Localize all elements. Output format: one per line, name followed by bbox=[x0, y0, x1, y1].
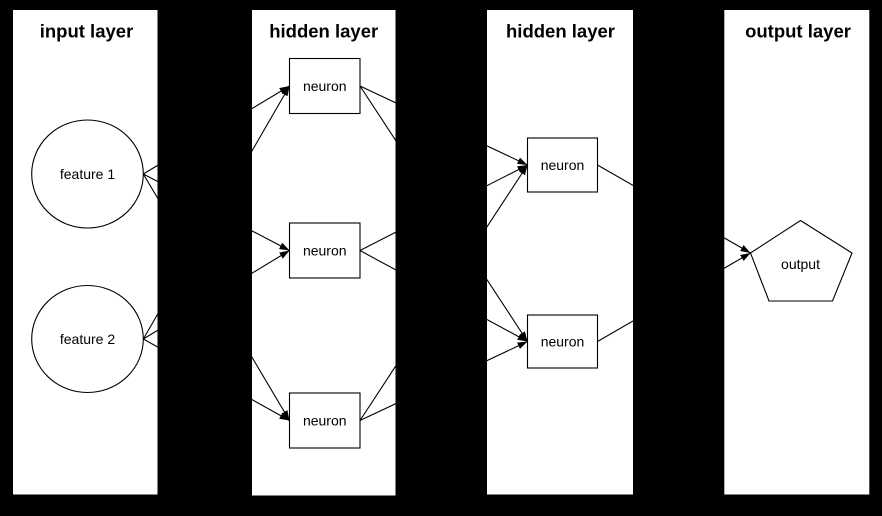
node-neuron-2-2 bbox=[526, 314, 599, 369]
node-output bbox=[749, 219, 853, 302]
edge-neuron-1-2-to-neuron-2-2 bbox=[359, 250, 528, 342]
edge-neuron-2-1-to-output bbox=[597, 164, 751, 254]
node-label-feature-2: feature 2 bbox=[60, 331, 115, 347]
node-label-neuron-1-1: neuron bbox=[303, 78, 347, 94]
edge-feature-2-to-neuron-1-3 bbox=[143, 338, 290, 421]
node-neuron-2-1 bbox=[526, 137, 599, 193]
node-neuron-1-3 bbox=[288, 392, 361, 449]
layer-edges bbox=[142, 85, 751, 421]
edge-neuron-1-3-to-neuron-2-1 bbox=[359, 164, 528, 421]
node-neuron-1-2 bbox=[288, 222, 361, 279]
panel-input-layer bbox=[13, 10, 158, 495]
node-neuron-1-1 bbox=[288, 57, 361, 115]
layer-panel-titles: input layer hidden layer hidden layer ou… bbox=[40, 21, 851, 42]
panel-title-input-layer: input layer bbox=[40, 21, 134, 42]
edge-feature-1-to-neuron-1-1 bbox=[143, 85, 290, 175]
node-label-neuron-2-1: neuron bbox=[541, 157, 585, 173]
layer-node-labels: feature 1 feature 2 neuron neuron neuron neur… bbox=[60, 78, 820, 429]
node-label-feature-1: feature 1 bbox=[60, 166, 115, 182]
node-feature-2 bbox=[31, 284, 144, 394]
edge-neuron-1-2-to-neuron-2-1 bbox=[359, 164, 528, 251]
edge-neuron-1-1-to-neuron-2-2 bbox=[359, 85, 528, 342]
panel-title-hidden-layer-2: hidden layer bbox=[506, 21, 615, 42]
panel-title-output-layer: output layer bbox=[745, 21, 851, 42]
edge-feature-1-to-neuron-1-3 bbox=[142, 173, 290, 421]
edge-neuron-1-1-to-neuron-2-1 bbox=[359, 85, 528, 166]
panel-hidden-layer-2 bbox=[487, 10, 633, 495]
node-label-neuron-2-2: neuron bbox=[541, 334, 585, 350]
panel-title-hidden-layer-1: hidden layer bbox=[269, 21, 378, 42]
edge-neuron-1-3-to-neuron-2-2 bbox=[359, 341, 528, 421]
edge-neuron-2-2-to-output bbox=[597, 252, 751, 342]
node-feature-1 bbox=[31, 119, 144, 229]
layer-nodes bbox=[31, 57, 853, 449]
layer-panels bbox=[13, 10, 870, 496]
edge-feature-2-to-neuron-1-2 bbox=[143, 250, 290, 340]
edge-feature-2-to-neuron-1-1 bbox=[142, 85, 290, 340]
node-label-output: output bbox=[781, 256, 820, 272]
node-label-neuron-1-3: neuron bbox=[303, 413, 347, 429]
node-label-neuron-1-2: neuron bbox=[303, 243, 347, 259]
